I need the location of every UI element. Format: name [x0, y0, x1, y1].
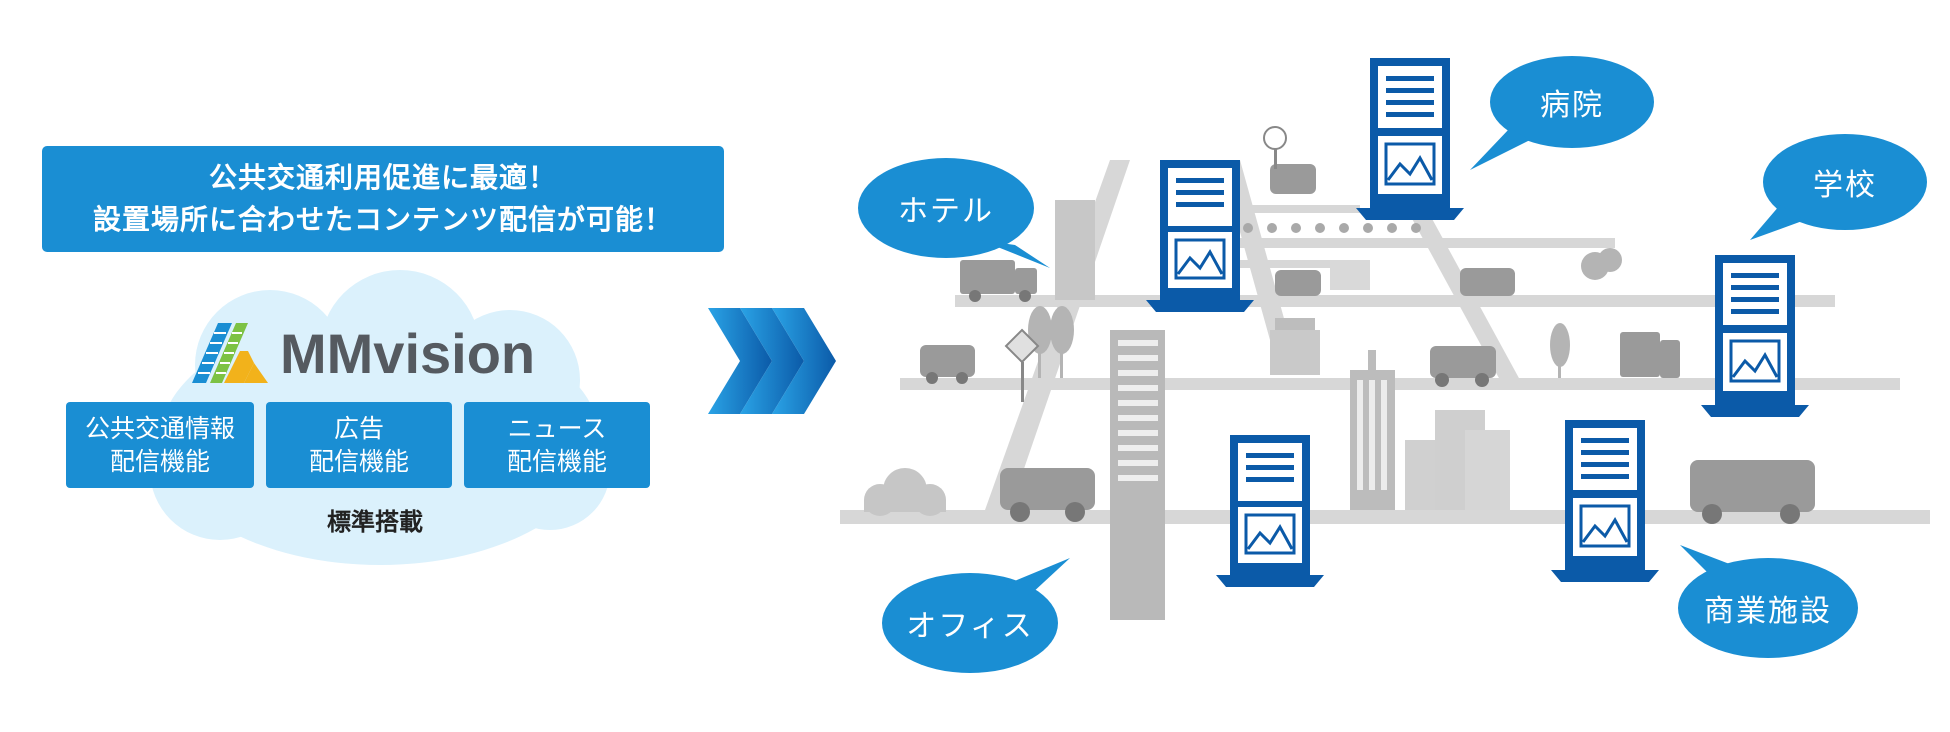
signage-kiosks	[1146, 58, 1809, 587]
kiosk-commercial	[1551, 420, 1659, 582]
buildings	[1055, 200, 1510, 620]
kiosk-hospital	[1356, 58, 1464, 220]
headline-line-1: 公共交通利用促進に最適！	[208, 161, 557, 194]
city-illustration	[840, 56, 1930, 673]
bubble-hospital	[1470, 56, 1654, 170]
road-signs	[1004, 126, 1287, 402]
standard-equipment-label: 標準搭載	[327, 508, 423, 536]
feature-list: 公共交通情報 配信機能 広告 配信機能 ニュース 配信機能	[66, 402, 650, 488]
vehicles	[920, 164, 1815, 524]
feature-label-line-1: ニュース	[507, 414, 607, 443]
logo-mark-icon	[192, 323, 268, 383]
location-label-school: 学校	[1813, 168, 1877, 203]
feature-label-line-2: 配信機能	[109, 447, 210, 476]
feature-label-line-1: 公共交通情報	[84, 414, 235, 443]
chevron-arrows-icon	[708, 308, 836, 414]
location-label-commercial: 商業施設	[1704, 594, 1832, 629]
trees	[1028, 248, 1622, 378]
feature-label-line-2: 配信機能	[308, 447, 409, 476]
speech-bubbles	[858, 56, 1927, 673]
location-label-hotel: ホテル	[898, 194, 994, 229]
logo-text: MMvision	[280, 321, 536, 385]
bubble-hotel	[858, 158, 1050, 268]
kiosk-hotel	[1146, 160, 1254, 312]
feature-transit-info: 公共交通情報 配信機能	[66, 402, 254, 488]
headline-banner: 公共交通利用促進に最適！ 設置場所に合わせたコンテンツ配信が可能！	[42, 146, 724, 252]
kiosk-office	[1216, 435, 1324, 587]
feature-news: ニュース 配信機能	[464, 402, 650, 488]
mmvision-logo: MMvision	[188, 318, 535, 388]
location-label-office: オフィス	[906, 609, 1034, 644]
feature-label-line-2: 配信機能	[506, 447, 607, 476]
bubble-office	[882, 558, 1070, 673]
location-label-hospital: 病院	[1540, 88, 1604, 123]
headline-line-2: 設置場所に合わせたコンテンツ配信が可能！	[92, 203, 673, 236]
bush	[864, 468, 946, 516]
kiosk-school	[1701, 255, 1809, 417]
bubble-commercial	[1678, 545, 1858, 658]
feature-label-line-1: 広告	[333, 414, 384, 443]
bubble-school	[1750, 134, 1927, 240]
feature-advertising: 広告 配信機能	[266, 402, 452, 488]
